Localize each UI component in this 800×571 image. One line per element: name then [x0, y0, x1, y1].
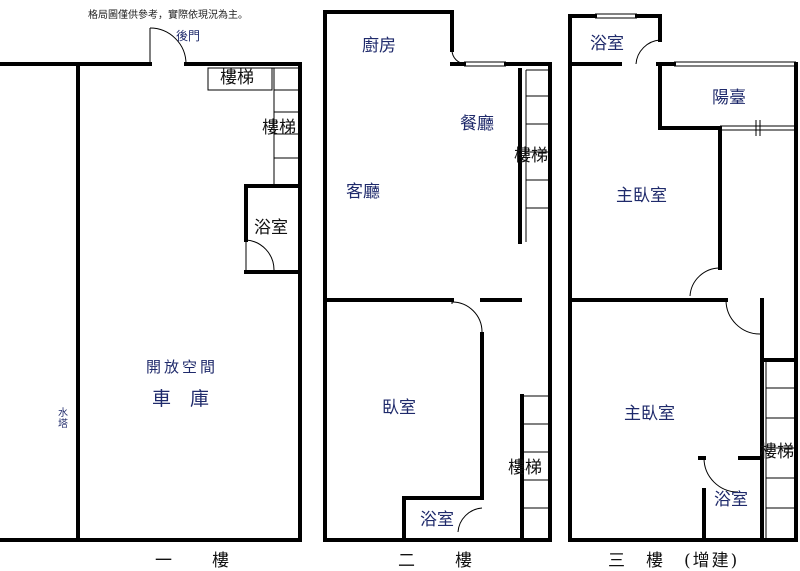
floor1-walls: [0, 62, 302, 542]
back-door-label: 後門: [176, 29, 201, 43]
floor2-walls: [323, 10, 552, 542]
kitchen-label: 廚房: [362, 36, 396, 56]
disclaimer-note: 格局圖僅供參考，實際依現況為主。: [88, 10, 248, 21]
water-tower-label: 水 塔: [58, 408, 68, 430]
floor2-stairs-label: 樓梯: [514, 146, 548, 166]
floor1-stairs2-label: 樓梯: [262, 118, 296, 138]
floor2-bath-label: 浴室: [420, 510, 454, 530]
floor1-stairs-label: 樓梯: [220, 68, 254, 88]
garage-label: 車 庫: [152, 388, 210, 410]
open-space-label: 開放空間: [146, 358, 219, 376]
master-bedroom-2-label: 主臥室: [624, 404, 675, 424]
dining-label: 餐廳: [460, 114, 494, 134]
floor1-bath-label: 浴室: [254, 218, 288, 238]
floor1-title: 一 樓: [155, 551, 231, 571]
floor3-walls: [568, 14, 798, 542]
floor3-stairs-label: 樓梯: [760, 442, 794, 462]
floor3-title: 三 樓 (增建): [608, 551, 740, 571]
master-bedroom-1-label: 主臥室: [616, 186, 667, 206]
balcony-label: 陽臺: [712, 88, 746, 108]
floor3-bottom-bath-label: 浴室: [714, 490, 748, 510]
floor2-stairs2-label: 樓梯: [508, 458, 542, 478]
bedroom-label: 臥室: [382, 398, 416, 418]
floor2-title: 二 樓: [398, 551, 474, 571]
floor3-top-bath-label: 浴室: [590, 34, 624, 54]
living-room-label: 客廳: [346, 182, 380, 202]
